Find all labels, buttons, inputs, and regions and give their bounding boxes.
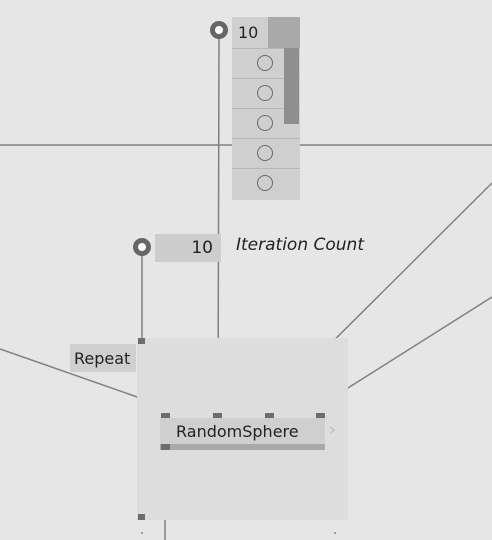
random-sphere-node[interactable]: RandomSphere: [160, 418, 325, 444]
node-input-pin[interactable]: [161, 413, 170, 419]
spread-pin-icon[interactable]: [210, 21, 228, 39]
iteration-count-input[interactable]: 10: [155, 234, 221, 262]
circle-icon[interactable]: [257, 55, 273, 71]
iteration-count-label: Iteration Count: [236, 235, 364, 255]
node-input-pin[interactable]: [316, 413, 325, 419]
spread-row[interactable]: [232, 48, 300, 78]
region-tick: [141, 532, 143, 534]
node-output-pin[interactable]: [161, 444, 170, 450]
circle-icon[interactable]: [257, 115, 273, 131]
spread-row[interactable]: [232, 138, 300, 168]
repeat-output-pin[interactable]: [138, 514, 145, 520]
spread-row[interactable]: [232, 168, 300, 198]
repeat-input-pin[interactable]: [138, 338, 145, 344]
circle-icon[interactable]: [257, 145, 273, 161]
region-tick: [334, 532, 336, 534]
circle-icon[interactable]: [257, 85, 273, 101]
repeat-label[interactable]: Repeat: [70, 344, 136, 372]
spread-row[interactable]: [232, 108, 300, 138]
chevron-right-icon[interactable]: ›: [329, 420, 336, 440]
spread-count[interactable]: 10: [232, 17, 268, 48]
node-output-bar: [160, 444, 325, 450]
spread-scrollbar[interactable]: [284, 48, 299, 124]
node-input-pin[interactable]: [213, 413, 222, 419]
node-input-pin[interactable]: [265, 413, 274, 419]
iteration-pin-icon[interactable]: [133, 238, 151, 256]
spread-row[interactable]: [232, 78, 300, 108]
circle-icon[interactable]: [257, 175, 273, 191]
spread-header-cap: [268, 17, 300, 48]
